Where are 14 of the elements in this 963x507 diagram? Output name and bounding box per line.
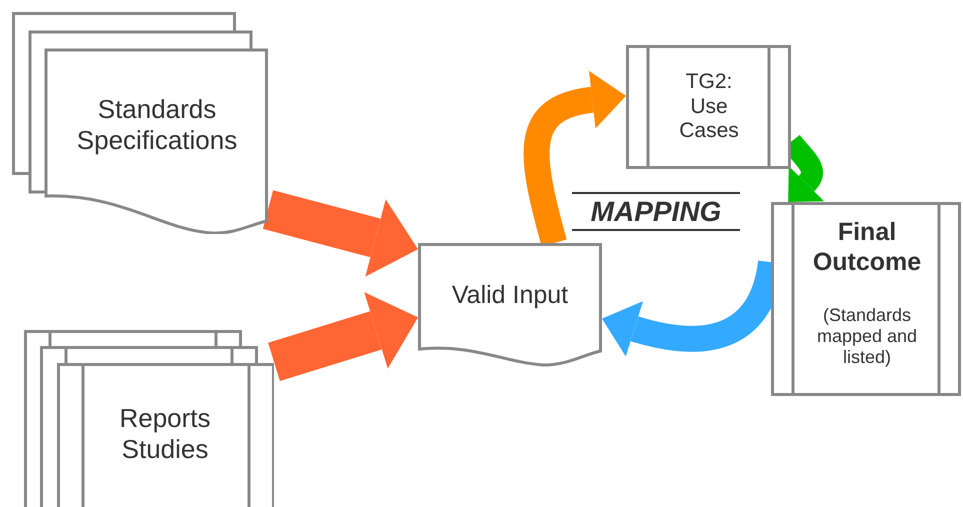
- block-arrow: [268, 292, 418, 381]
- node-title: Final Outcome: [812, 218, 922, 277]
- diagram-label: MAPPING: [572, 192, 740, 231]
- node-title: Reports Studies: [118, 403, 212, 465]
- document-shape: [418, 243, 602, 367]
- process-box: [626, 45, 791, 169]
- block-arrow: [262, 190, 418, 277]
- node-title: Standards Specifications: [76, 94, 238, 156]
- node-title: Valid Input: [452, 281, 568, 311]
- node-title: TG2: Use Cases: [678, 70, 740, 144]
- document-stack: [12, 12, 268, 234]
- process-box: [771, 202, 961, 396]
- process-stack: [24, 330, 274, 507]
- node-note: (Standards mapped and listed): [816, 305, 918, 369]
